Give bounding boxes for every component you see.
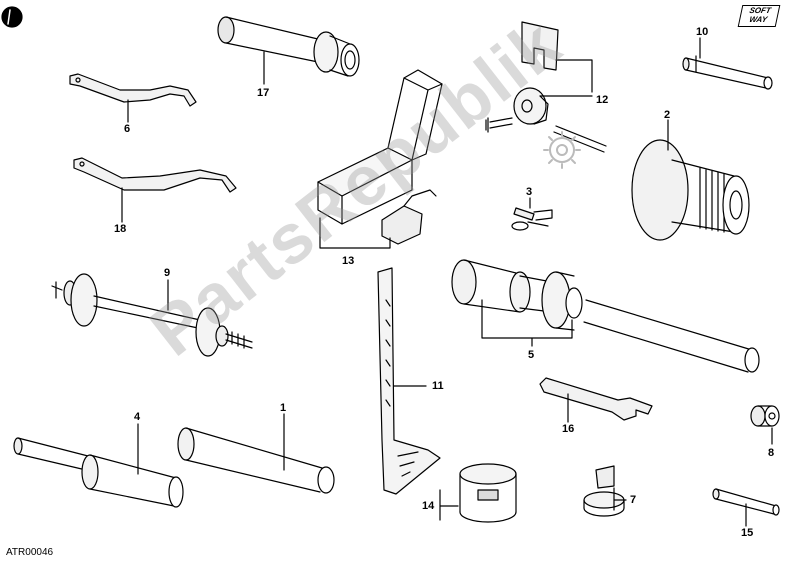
callout-6: 6 (124, 123, 131, 135)
part-6-hook-wrench (69, 73, 197, 107)
callout-3: 3 (526, 186, 533, 198)
callout-4: 4 (134, 411, 141, 423)
part-15-pin (712, 488, 780, 516)
part-18-hook-wrench (73, 157, 237, 193)
part-4-shaft (13, 437, 184, 508)
part-3-clips (511, 207, 553, 231)
part-11-bracket (377, 267, 441, 495)
part-7-fitting (583, 465, 625, 517)
callout-10: 10 (696, 26, 709, 38)
callout-5: 5 (528, 349, 535, 361)
part-13-box-fixture (317, 69, 443, 245)
callout-7: 7 (630, 494, 637, 506)
callout-8: 8 (768, 447, 775, 459)
diagram-code: ATR00046 (6, 547, 54, 558)
part-1-tube (177, 427, 335, 494)
callout-1: 1 (280, 402, 287, 414)
callout-16: 16 (562, 423, 575, 435)
part-17-tube (217, 16, 360, 77)
leader-13 (319, 217, 391, 249)
corner-mark-icon (1, 6, 23, 28)
part-14-collet (459, 463, 517, 523)
part-2-flanged-sleeve (631, 139, 750, 241)
part-10-pin (682, 55, 773, 90)
callout-2: 2 (664, 109, 671, 121)
leader-5 (481, 299, 573, 347)
leader-14 (439, 489, 459, 521)
gear-watermark-icon (543, 131, 581, 169)
leader-12 (539, 59, 593, 97)
part-8-sleeve (750, 405, 780, 427)
logo-line-2: WAY (748, 15, 769, 24)
callout-9: 9 (164, 267, 171, 279)
softway-logo: SOFT WAY (737, 5, 781, 27)
logo-line-1: SOFT (748, 6, 772, 15)
callout-18: 18 (114, 223, 127, 235)
callout-17: 17 (257, 87, 270, 99)
part-12-gauge-set (485, 21, 607, 153)
part-16-wrench (539, 377, 653, 421)
part-5-stepped-driver (451, 259, 760, 373)
callout-11: 11 (432, 380, 444, 392)
callout-12: 12 (596, 94, 609, 106)
callout-13: 13 (342, 255, 355, 267)
part-9-bolt (51, 273, 253, 357)
callout-14: 14 (422, 500, 435, 512)
leader-7 (613, 487, 627, 511)
callout-15: 15 (741, 527, 754, 539)
